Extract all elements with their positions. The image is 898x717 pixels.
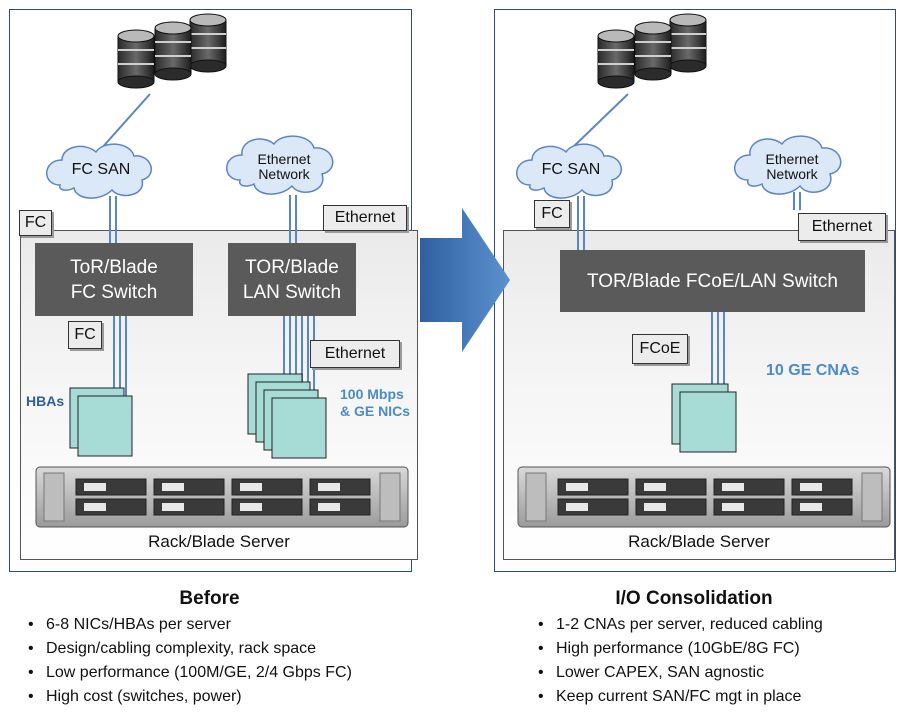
- cna-label: 10 GE CNAs: [766, 362, 860, 379]
- fc-switch-line1: ToR/Blade: [70, 256, 158, 278]
- ethernet-network-cloud-icon: [226, 135, 334, 195]
- ethernet-tag: Ethernet: [323, 205, 407, 231]
- lan-switch-line2: LAN Switch: [242, 281, 342, 303]
- hba-cards: [69, 387, 133, 457]
- list-item: Keep current SAN/FC mgt in place: [534, 685, 823, 709]
- nics-label: 100 Mbps & GE NICs: [340, 386, 410, 420]
- fc-san-label: FC SAN: [71, 161, 131, 178]
- list-item: Lower CAPEX, SAN agnostic: [534, 661, 823, 685]
- ethernet-network-line2: Network: [258, 166, 310, 182]
- ethernet-network-label: Ethernet Network: [246, 152, 322, 182]
- ethernet-network-cloud-icon: [734, 135, 842, 195]
- list-item: High performance (10GbE/8G FC): [534, 637, 823, 661]
- database-icon: [117, 13, 227, 89]
- list-item: High cost (switches, power): [24, 685, 352, 709]
- list-item: 1-2 CNAs per server, reduced cabling: [534, 613, 823, 637]
- server-caption: Rack/Blade Server: [628, 532, 770, 551]
- fcoe-lan-switch: TOR/Blade FCoE/LAN Switch: [560, 250, 865, 312]
- fc-san-label: FC SAN: [541, 161, 601, 178]
- after-bullet-list: 1-2 CNAs per server, reduced cabling Hig…: [534, 613, 823, 709]
- lan-switch: TOR/Blade LAN Switch: [228, 243, 356, 316]
- lan-switch-line1: TOR/Blade: [245, 256, 339, 278]
- transition-arrow-icon: [420, 208, 510, 352]
- ethernet-tag: Ethernet: [310, 340, 400, 368]
- fc-switch: ToR/Blade FC Switch: [35, 243, 193, 316]
- nics-label-line1: 100 Mbps: [340, 386, 404, 402]
- server-caption: Rack/Blade Server: [148, 532, 290, 551]
- after-heading: I/O Consolidation: [615, 588, 773, 609]
- list-item: 6-8 NICs/HBAs per server: [24, 613, 352, 637]
- ethernet-network-line1: Ethernet: [257, 151, 311, 167]
- nic-cards: [247, 373, 327, 459]
- hbas-label: HBAs: [26, 393, 65, 409]
- fc-san-cloud-icon: [46, 143, 152, 199]
- list-item: Low performance (100M/GE, 2/4 Gbps FC): [24, 661, 352, 685]
- rack-server-icon: [517, 466, 891, 528]
- fc-tag: FC: [534, 200, 570, 228]
- ethernet-network-line1: Ethernet: [765, 151, 819, 167]
- fc-tag: FC: [19, 210, 52, 236]
- rack-server-icon: [35, 466, 409, 528]
- fc-san-cloud-icon: [516, 143, 622, 199]
- fc-switch-line2: FC Switch: [70, 281, 158, 303]
- nics-label-line2: & GE NICs: [340, 403, 411, 419]
- ethernet-network-line2: Network: [766, 166, 818, 182]
- list-item: Design/cabling complexity, rack space: [24, 637, 352, 661]
- fc-tag: FC: [68, 321, 102, 349]
- fcoe-tag: FCoE: [632, 334, 688, 364]
- before-heading: Before: [179, 588, 240, 609]
- ethernet-tag: Ethernet: [798, 213, 886, 241]
- database-icon: [597, 13, 707, 89]
- ethernet-network-label: Ethernet Network: [754, 152, 830, 182]
- cna-cards: [671, 383, 737, 453]
- before-bullet-list: 6-8 NICs/HBAs per server Design/cabling …: [24, 613, 352, 709]
